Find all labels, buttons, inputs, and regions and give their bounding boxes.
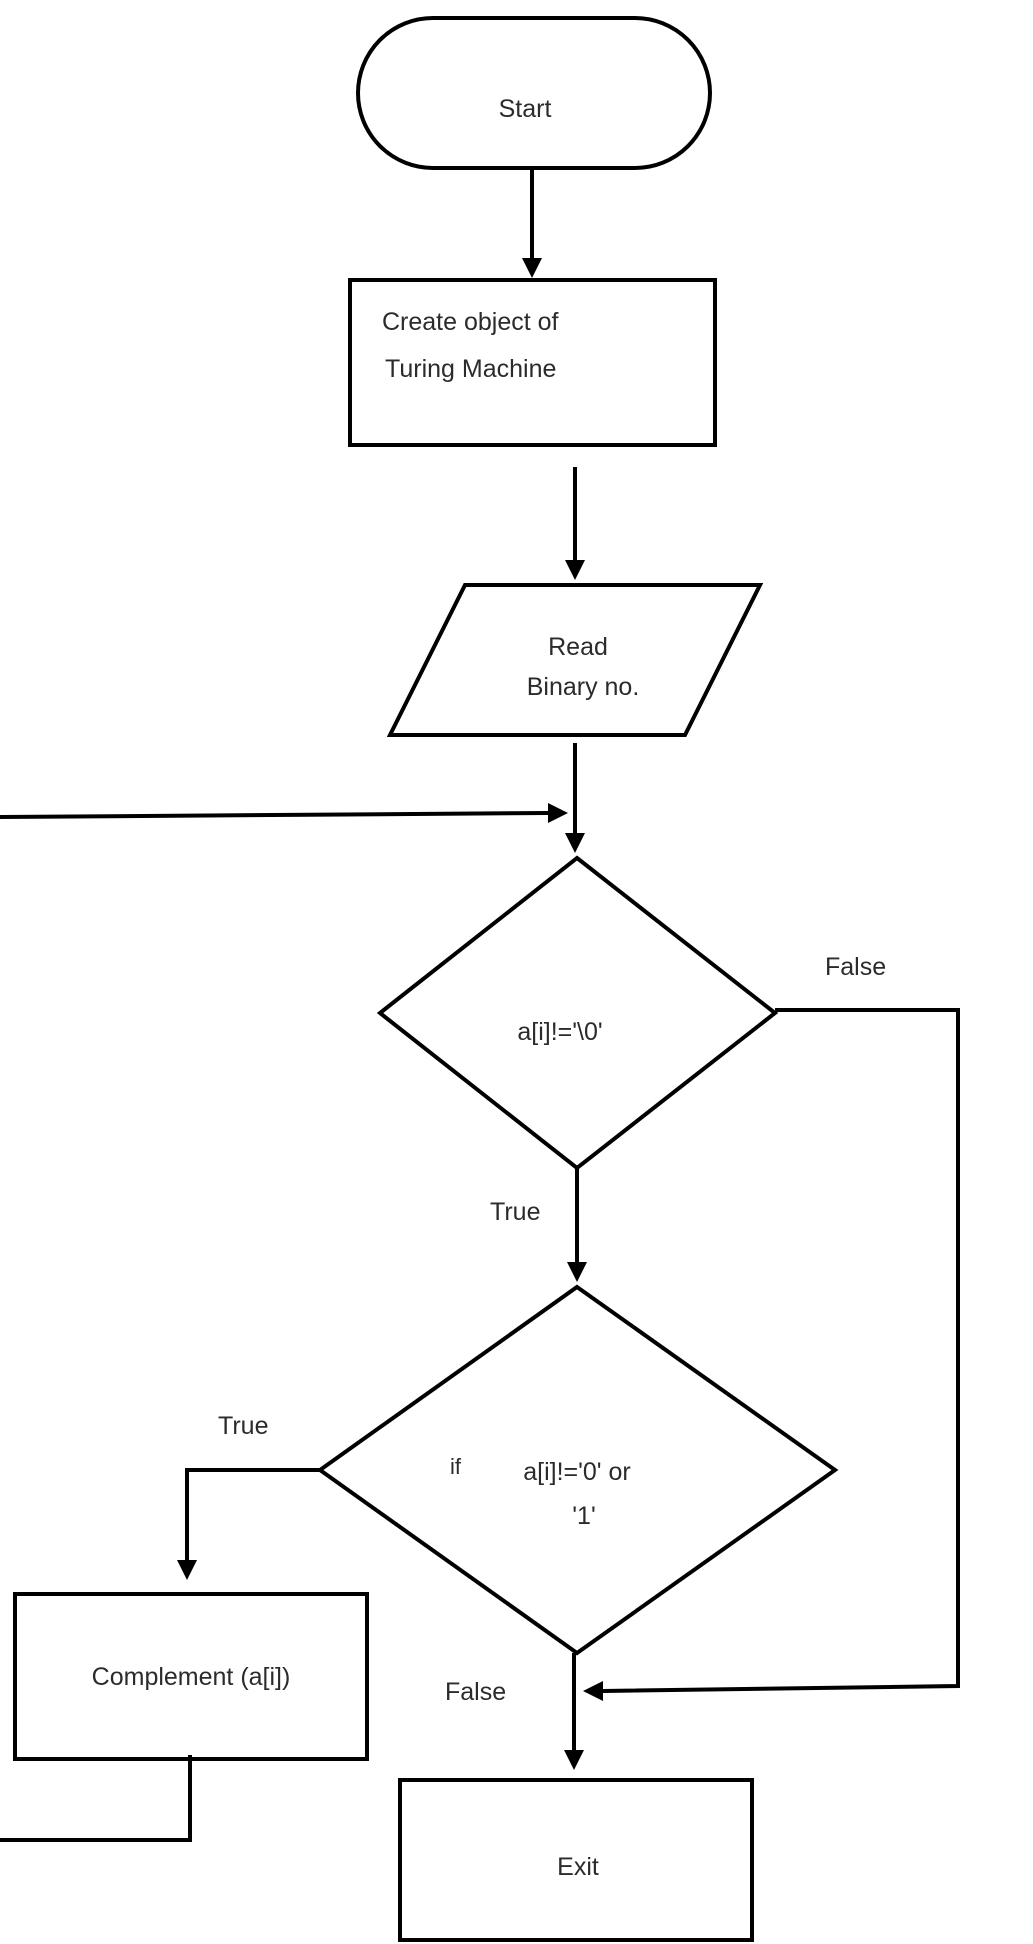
check-false-label: False	[445, 1678, 506, 1706]
create-object-label-line1: Create object of	[382, 308, 559, 336]
connector-loop-false-to-exit	[583, 1008, 960, 1701]
complement-process	[13, 1592, 369, 1761]
connector-check-true-to-complement	[177, 1468, 320, 1580]
connector-check-false-to-exit	[564, 1653, 584, 1770]
complement-label: Complement (a[i])	[92, 1663, 291, 1691]
check-if-label: if	[450, 1454, 462, 1479]
connector-loop-back	[0, 803, 568, 1842]
check-condition-line1: a[i]!='0' or	[523, 1458, 631, 1486]
read-input-parallelogram	[386, 583, 764, 737]
loop-false-label: False	[825, 953, 886, 981]
start-terminal	[356, 16, 712, 170]
exit-label: Exit	[557, 1853, 599, 1881]
check-true-label: True	[218, 1412, 268, 1440]
connector-create-to-read	[565, 467, 585, 580]
create-object-process	[348, 278, 717, 447]
read-label-line1: Read	[548, 633, 608, 661]
start-label: Start	[499, 95, 552, 123]
loop-condition-decision	[376, 855, 779, 1171]
check-condition-line2: '1'	[572, 1502, 595, 1530]
create-object-label-line2: Turing Machine	[385, 355, 556, 383]
read-label-line2: Binary no.	[527, 673, 640, 701]
connector-read-to-loop	[565, 743, 585, 853]
loop-true-label: True	[490, 1198, 540, 1226]
binary-check-decision	[316, 1284, 839, 1656]
connector-loop-true-to-check	[567, 1168, 587, 1282]
exit-process	[398, 1778, 754, 1942]
loop-condition-label: a[i]!='\0'	[517, 1018, 602, 1046]
connector-start-to-create	[522, 168, 542, 278]
